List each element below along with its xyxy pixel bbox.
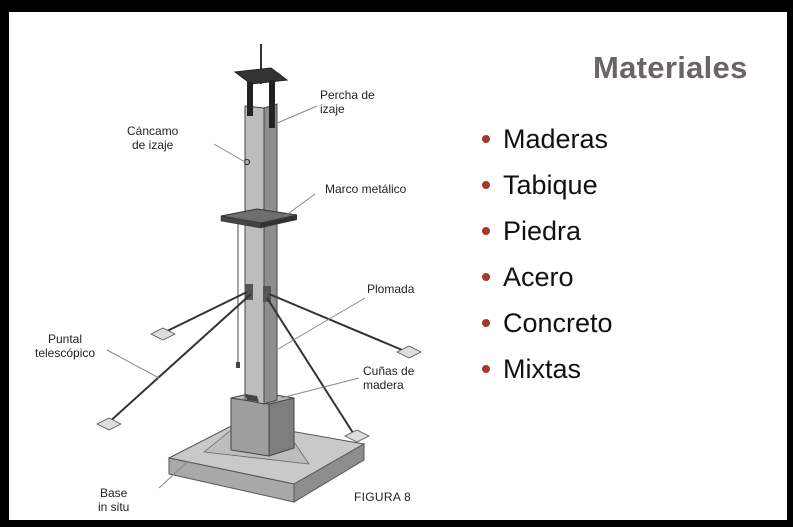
list-item-label: Acero [503, 262, 574, 292]
hanger-bar [233, 67, 289, 85]
list-item: Mixtas [473, 346, 613, 392]
bullet-icon [482, 273, 490, 281]
list-item-label: Piedra [503, 216, 582, 246]
label-cancamo-line-2: de izaje [131, 138, 174, 152]
bullet-icon [482, 365, 490, 373]
column-front [244, 105, 265, 405]
strut-plate-2 [150, 327, 176, 341]
label-puntal-line-2: telescópico [35, 346, 96, 360]
strut-clamp-right [263, 286, 271, 302]
bullet-icon [482, 227, 490, 235]
leader-base [158, 461, 188, 489]
label-base-line-1: Base [100, 486, 128, 500]
label-plomada: Plomada [367, 282, 415, 296]
strut-1 [106, 293, 252, 425]
list-item-label: Mixtas [503, 354, 582, 384]
pedestal-front [230, 397, 270, 457]
label-puntal-line-1: Puntal [48, 332, 83, 346]
label-cunas-de-madera: Cuñas de madera [363, 364, 414, 392]
hanger-leg-left [247, 82, 253, 116]
bullet-icon [482, 135, 490, 143]
strut-4 [266, 297, 356, 437]
label-percha-de-izaje: Percha de izaje [320, 88, 375, 116]
list-item: Piedra [473, 208, 613, 254]
list-item: Acero [473, 254, 613, 300]
column-formwork-illustration [96, 44, 422, 503]
label-cancamo-line-1: Cáncamo [127, 124, 179, 138]
pedestal-side [268, 397, 295, 457]
bullet-icon [482, 181, 490, 189]
plumb-weight [236, 362, 240, 368]
base-side-face [293, 443, 365, 503]
leader-puntal [106, 349, 160, 379]
metal-frame-edge-side [261, 215, 297, 228]
strut-plate-3 [396, 345, 422, 359]
list-item-label: Tabique [503, 170, 598, 200]
label-cancamo-de-izaje: Cáncamo de izaje [127, 124, 178, 152]
column-side [263, 103, 278, 405]
slide-title: Materiales [593, 50, 748, 85]
label-base-line-2: in situ [98, 500, 130, 514]
figure-caption: FIGURA 8 [354, 490, 412, 504]
label-puntal-telescopico: Puntal telescópico [35, 332, 95, 360]
label-cunas-line-1: Cuñas de [363, 364, 415, 378]
label-marco-metalico: Marco metálico [325, 182, 407, 196]
wood-wedges [245, 394, 259, 402]
label-percha-line-1: Percha de [320, 88, 375, 102]
leader-percha [274, 105, 318, 125]
label-cunas-line-2: madera [363, 378, 404, 392]
leader-cunas [280, 377, 360, 399]
list-item: Tabique [473, 162, 613, 208]
strut-plate-1 [96, 417, 122, 431]
materials-list: Maderas Tabique Piedra Acero Concreto Mi… [473, 116, 613, 392]
list-item-label: Concreto [503, 308, 613, 338]
label-base-in-situ: Base in situ [98, 486, 129, 514]
leader-cancamo [213, 143, 246, 163]
list-item-label: Maderas [503, 124, 609, 154]
label-percha-line-2: izaje [320, 102, 345, 116]
strut-clamp-left [245, 284, 253, 300]
slide: Percha de izaje Cáncamo de izaje Marco m… [9, 12, 787, 520]
list-item: Maderas [473, 116, 613, 162]
hanger-leg-right [269, 80, 275, 128]
leader-plomada [272, 297, 366, 353]
strut-3 [268, 293, 408, 353]
list-item: Concreto [473, 300, 613, 346]
strut-2 [160, 291, 248, 335]
bullet-icon [482, 319, 490, 327]
strut-plate-4 [344, 429, 370, 443]
leader-marco [284, 193, 316, 217]
